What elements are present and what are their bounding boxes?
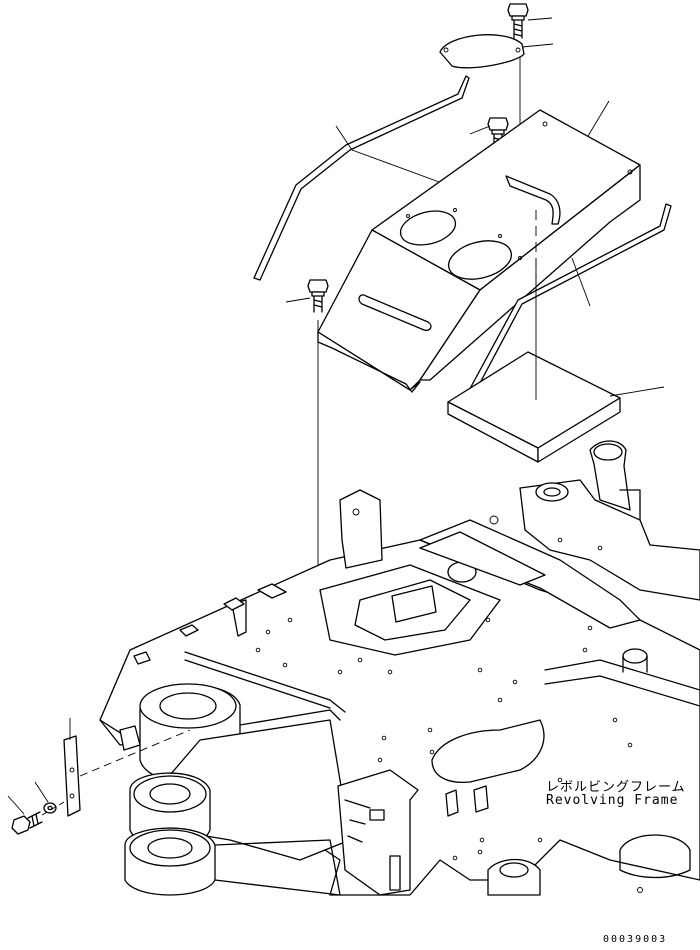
side-bolt [11,811,43,835]
leader-line-main-cover [587,100,610,137]
main-cover [317,109,641,393]
leader-line-right-seal [571,257,591,307]
leader-line-flange-bolt [285,297,311,303]
leader-line-cover-plate [521,43,554,48]
leader-line-side-bolt [7,795,25,815]
leader-line-washer [34,781,49,803]
revolving-frame [99,440,700,896]
flange-bolt [307,279,329,313]
leader-line-left-seal-2 [351,149,451,187]
leader-line-pad [609,386,665,397]
cover-bolt [487,117,509,151]
drawing-number: 00039003 [603,934,668,945]
left-seal-strip [253,75,470,281]
washer [43,802,57,814]
center-line-bracket [79,729,191,777]
frame-name-english: Revolving Frame [546,793,679,808]
right-seal-strip [465,203,672,399]
top-bolt [507,3,529,39]
leader-line-cover-bolt [469,125,491,135]
side-bracket [63,735,81,817]
frame-name-japanese: レボルビングフレーム [546,780,686,795]
leader-line-top-bolt [527,17,553,21]
pad-block [447,351,621,463]
leader-line-left-seal [335,125,353,151]
cover-plate [439,34,525,69]
center-line-side-bolt [41,801,65,816]
